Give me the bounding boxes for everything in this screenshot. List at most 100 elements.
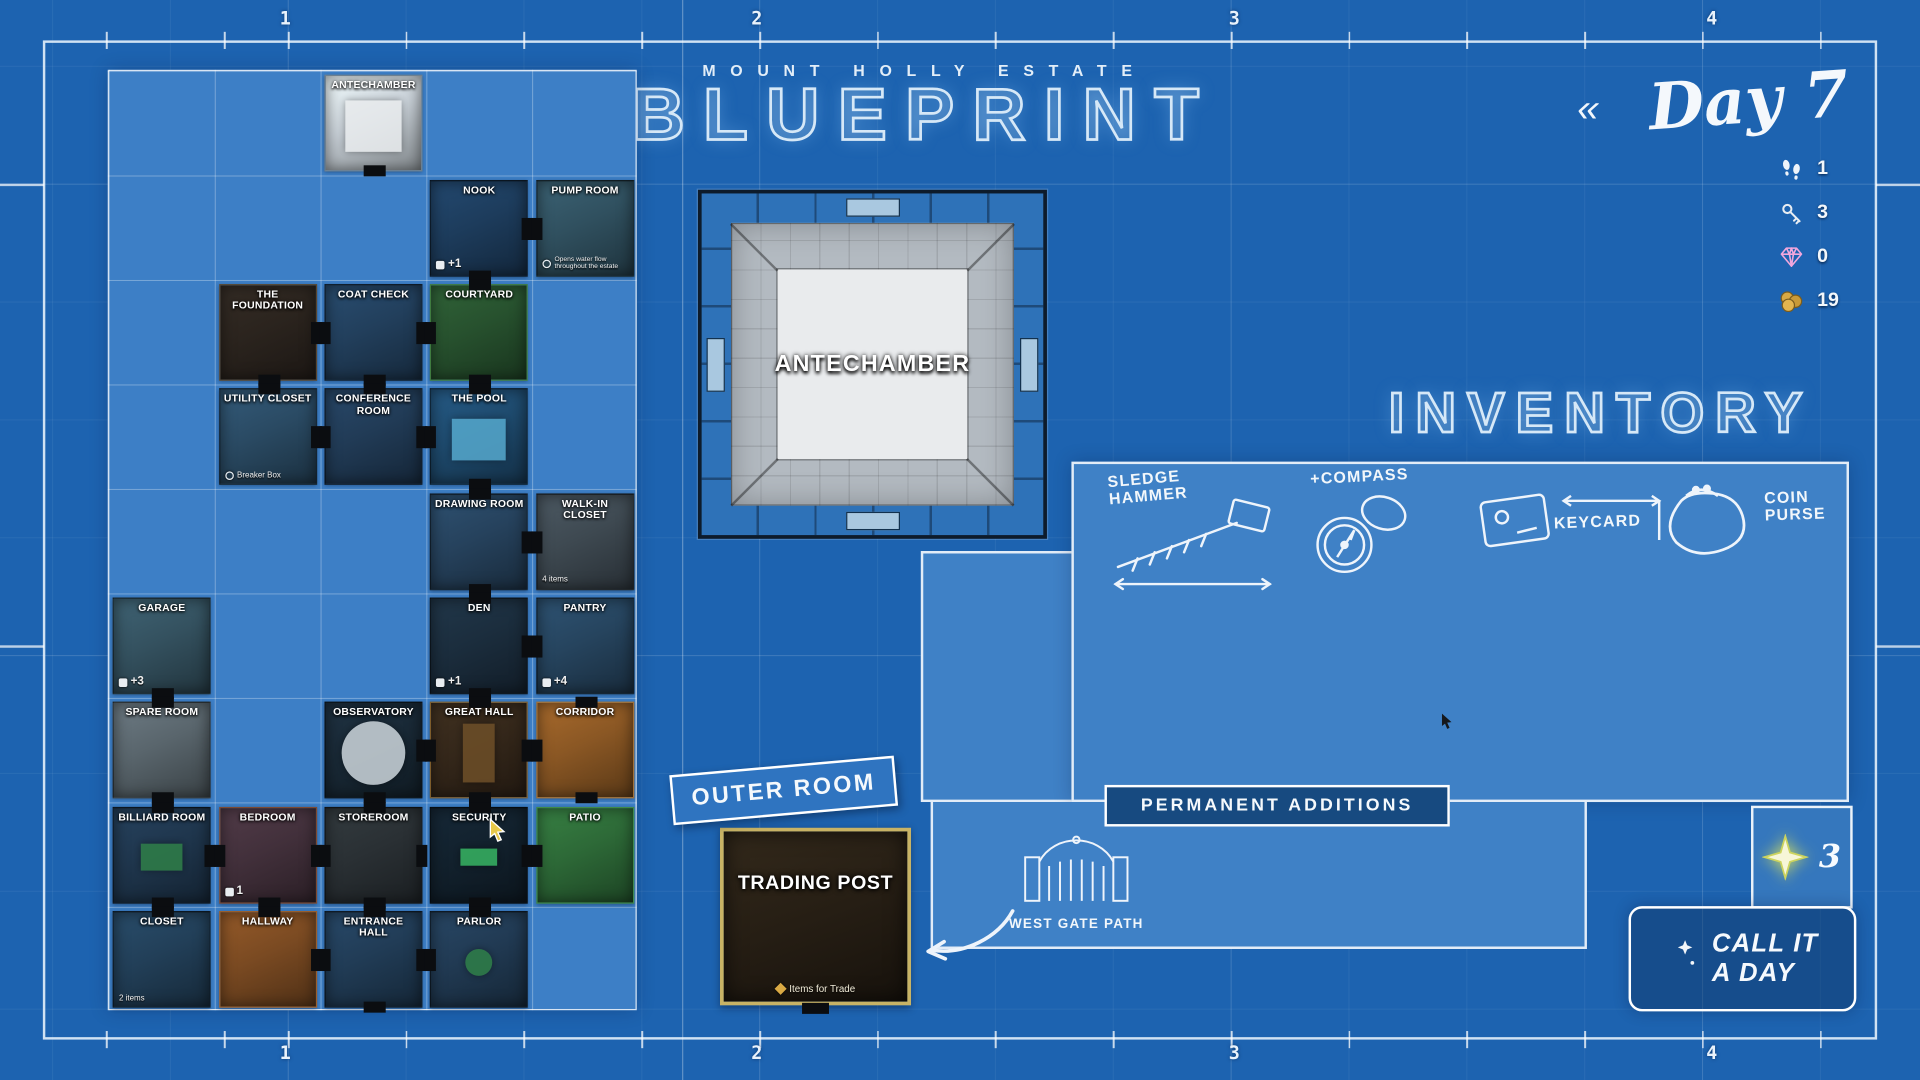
door — [425, 426, 437, 449]
door — [522, 635, 534, 658]
room-tile-courtyard[interactable]: COURTYARD — [425, 279, 529, 386]
room-tile-security[interactable]: SECURITY — [430, 801, 534, 908]
room-name: THE POOL — [451, 392, 507, 405]
door — [319, 844, 331, 867]
room-footer: 2 items — [119, 994, 206, 1003]
room-tile-antechamber[interactable]: ANTECHAMBER — [324, 74, 423, 177]
ruler-number: 4 — [1706, 1042, 1718, 1065]
door — [363, 792, 386, 804]
room-tile-coat-check[interactable]: COAT CHECK — [319, 283, 428, 386]
inventory-item-keycard[interactable]: KEYCARD — [1476, 484, 1678, 613]
room-name: CLOSET — [140, 914, 184, 927]
room-tile-patio[interactable]: PATIO — [531, 806, 635, 904]
star-icon — [1762, 833, 1810, 881]
inventory-item-sledge-hammer[interactable]: SLEDGE HAMMER — [1107, 466, 1310, 598]
room-footer-text: +1 — [448, 675, 462, 689]
door — [363, 896, 386, 908]
door — [416, 739, 428, 762]
door — [425, 739, 437, 762]
room-tile-great-hall[interactable]: GREAT HALL — [425, 696, 534, 804]
room-tile-trading-post[interactable]: TRADING POST Items for Trade — [720, 827, 912, 1014]
room-art — [463, 723, 496, 783]
door — [363, 374, 386, 386]
room-tile-the-pool[interactable]: THE POOL — [425, 383, 529, 491]
door — [204, 844, 216, 867]
room-tile-corridor[interactable]: CORRIDOR — [531, 696, 635, 804]
moon-icon — [1646, 932, 1700, 986]
room-tile-conference-room[interactable]: CONFERENCE ROOM — [319, 383, 428, 486]
room-footer-text: 4 items — [542, 575, 568, 585]
door — [531, 530, 543, 553]
room-tile-nook[interactable]: NOOK+1 — [430, 179, 534, 282]
door — [469, 487, 492, 500]
inventory-item-coin-purse[interactable]: COIN PURSE — [1652, 474, 1854, 603]
stat-value: 3 — [1817, 202, 1829, 223]
room-tile-the-foundation[interactable]: THE FOUNDATION — [218, 283, 322, 386]
door — [531, 739, 543, 762]
room-footer-text: Opens water flow throughout the estate — [554, 256, 619, 272]
room-tile-closet[interactable]: CLOSET 2 items — [112, 905, 211, 1008]
room-tile-drawing-room[interactable]: DRAWING ROOM — [430, 487, 534, 595]
room-art — [452, 418, 507, 461]
item-chip-icon — [436, 678, 445, 688]
door — [363, 383, 386, 395]
day-back-chevrons[interactable]: « — [1577, 85, 1599, 130]
room-tile-garage[interactable]: GARAGE+3 — [112, 597, 211, 700]
door — [469, 279, 492, 291]
estate-name: MOUNT HOLLY ESTATE — [702, 61, 1147, 80]
room-footer: Items for Trade — [724, 982, 908, 995]
mouse-cursor-icon — [1440, 713, 1453, 736]
addition-west-gate-path: WEST GATE PATH — [997, 829, 1156, 933]
day-counter: Day 7 — [1646, 56, 1851, 146]
door — [319, 321, 331, 344]
room-tile-hallway[interactable]: HALLWAY — [218, 905, 322, 1008]
permanent-additions-label: PERMANENT ADDITIONS — [1104, 784, 1450, 827]
inventory-item-compass[interactable]: +COMPASS — [1300, 464, 1502, 596]
grid-major-line — [682, 0, 684, 1080]
door — [531, 635, 543, 658]
stat-value: 0 — [1817, 246, 1829, 267]
viewer-door-east — [1020, 337, 1039, 392]
room-footer: +1 — [436, 257, 523, 271]
door — [522, 739, 534, 762]
room-detail-viewer: ANTECHAMBER — [697, 189, 1047, 539]
door — [469, 696, 492, 708]
room-footer: Breaker Box — [224, 471, 312, 481]
room-tile-pantry[interactable]: PANTRY+4 — [531, 597, 635, 695]
room-tile-parlor[interactable]: PARLOR — [425, 905, 529, 1008]
ruler-number: 2 — [751, 7, 763, 30]
room-name: GREAT HALL — [444, 705, 514, 718]
room-tile-storeroom[interactable]: STOREROOM — [319, 801, 428, 908]
room-name: TRADING POST — [737, 873, 894, 894]
gate-icon — [997, 829, 1156, 913]
room-footer: 4 items — [542, 576, 629, 585]
room-tile-entrance-hall[interactable]: ENTRANCE HALL — [319, 905, 428, 1013]
room-tile-billiard-room[interactable]: BILLIARD ROOM — [112, 801, 216, 908]
room-name: PANTRY — [563, 601, 607, 614]
door — [469, 792, 492, 804]
door — [257, 896, 280, 908]
room-tile-den[interactable]: DEN+1 — [430, 592, 534, 700]
stat-footprints: 1 — [1753, 154, 1841, 183]
door — [416, 948, 428, 971]
map-cursor-icon — [487, 817, 507, 849]
ruler-number: 1 — [279, 1042, 291, 1065]
room-footer: Opens water flow throughout the estate — [542, 256, 629, 271]
room-name: HALLWAY — [241, 914, 294, 927]
room-tile-spare-room[interactable]: SPARE ROOM — [112, 696, 211, 804]
ruler-tick-left — [0, 645, 45, 648]
item-chip-icon — [542, 678, 551, 688]
door — [257, 905, 280, 917]
ruler-tick-right — [1875, 183, 1920, 186]
door — [522, 217, 534, 240]
door — [310, 844, 322, 867]
room-tile-observatory[interactable]: OBSERVATORY — [324, 701, 428, 804]
